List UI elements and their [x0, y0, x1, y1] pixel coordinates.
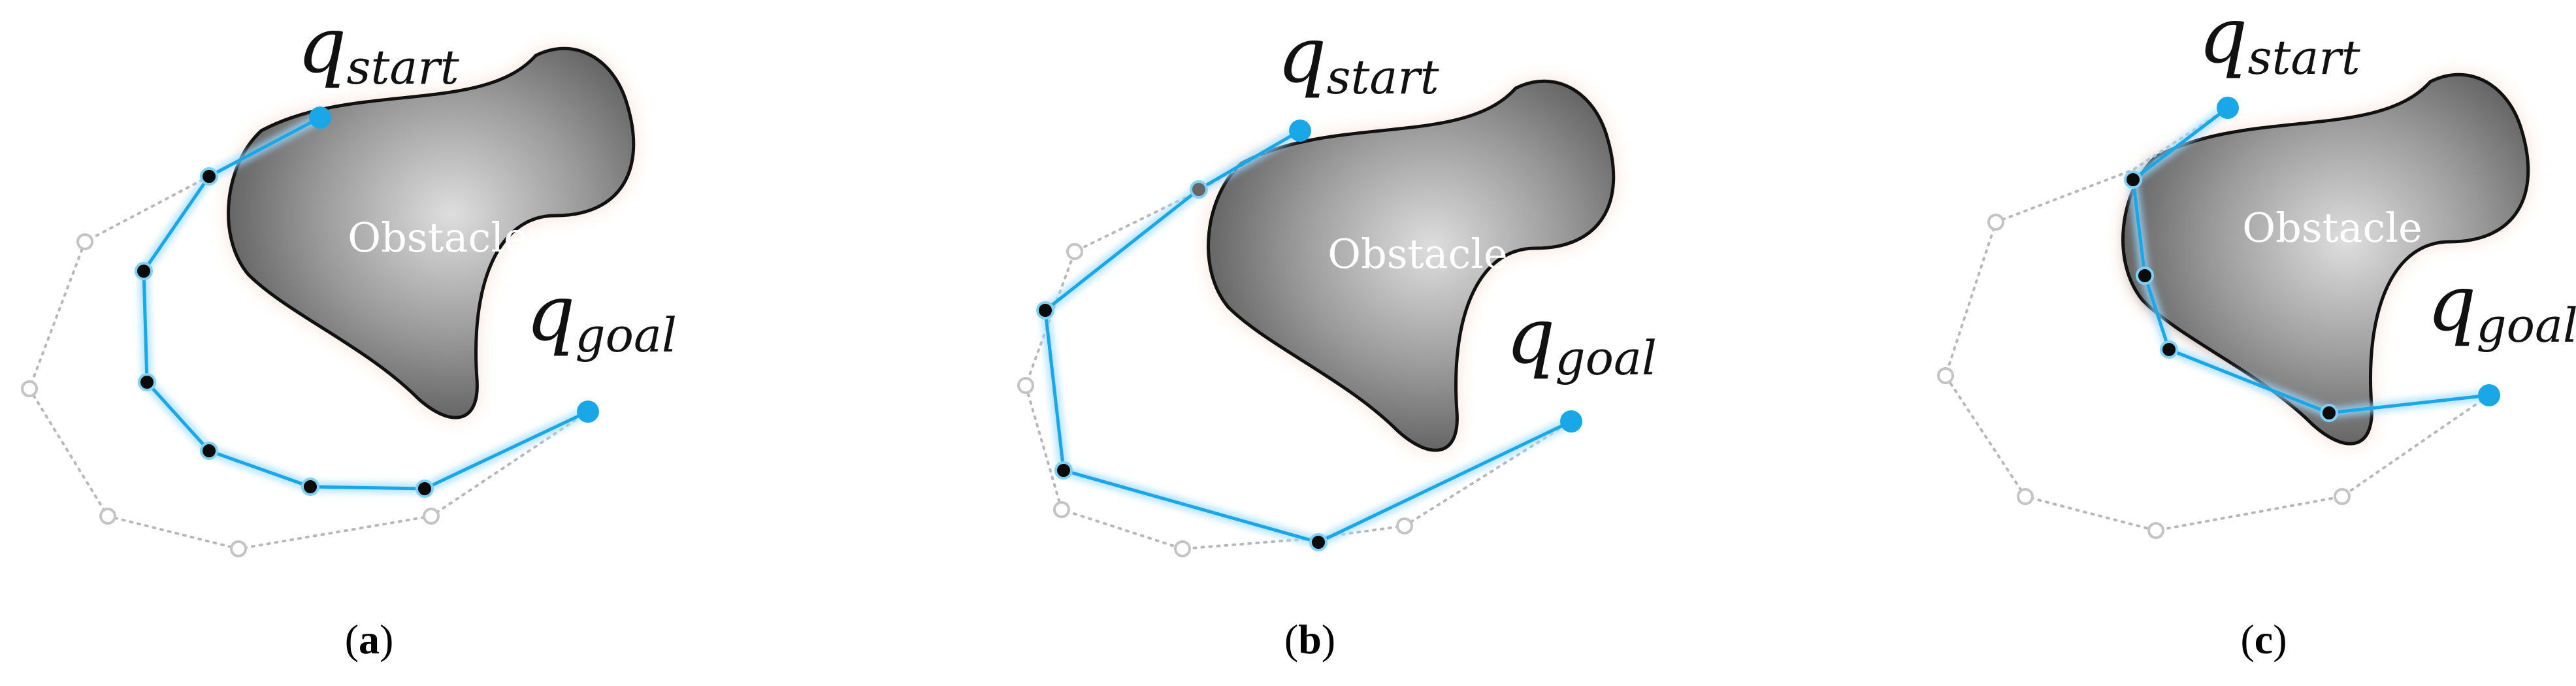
obstacle-label-c: Obstacle — [2242, 204, 2422, 252]
goal-point-a — [577, 400, 599, 423]
path-nodes-b — [1036, 180, 1328, 551]
start-label-b: qstart — [1277, 10, 1440, 105]
goal-point-c — [2478, 384, 2500, 406]
caption-c: (c) — [2240, 616, 2287, 662]
start-point-b — [1289, 120, 1311, 142]
caption-b: (b) — [1284, 616, 1335, 662]
obstacle-c: Obstacle — [2121, 73, 2530, 446]
obstacle-label-b: Obstacle — [1328, 230, 1507, 278]
caption-a: (a) — [345, 616, 394, 662]
prior-nodes-b — [1017, 243, 1413, 557]
start-label-a: qstart — [297, 0, 460, 95]
start-label-c: qstart — [2198, 0, 2361, 85]
path-nodes-c — [2124, 171, 2338, 422]
start-point-c — [2217, 97, 2239, 119]
obstacle-b: Obstacle — [1207, 79, 1616, 452]
prior-nodes-c — [1937, 214, 2351, 539]
start-point-a — [309, 106, 331, 129]
panel-a: Obstacle qstart qgoal (a) — [21, 0, 677, 662]
path-nodes-a — [135, 167, 434, 498]
goal-label-b: qgoal — [1506, 291, 1657, 385]
path-b — [1043, 129, 1573, 544]
goal-point-b — [1560, 410, 1582, 433]
prior-path-c — [1944, 106, 2490, 532]
goal-label-a: qgoal — [526, 268, 677, 363]
prior-path-a — [27, 116, 589, 551]
goal-label-c: qgoal — [2427, 258, 2576, 353]
path-a — [142, 116, 589, 491]
panel-b: Obstacle qstart qgoal (b) — [1017, 10, 1657, 662]
prior-nodes-a — [21, 233, 440, 557]
path-c — [2131, 106, 2490, 415]
panel-c: Obstacle qstart qgoal (c) — [1937, 0, 2576, 662]
obstacle-a: Obstacle — [227, 46, 636, 419]
obstacle-label-a: Obstacle — [348, 214, 527, 261]
